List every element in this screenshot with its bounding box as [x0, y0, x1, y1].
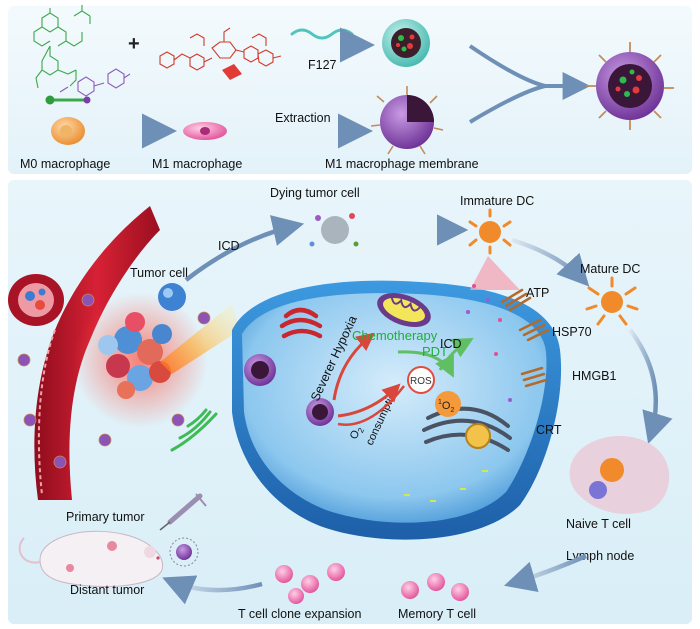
- photosensitizer-crystal-icon: [222, 64, 242, 80]
- m0-macrophage-label: M0 macrophage: [20, 157, 110, 171]
- blood-vessel-icon: [8, 206, 160, 500]
- tumor-cell-label: Tumor cell: [130, 266, 188, 280]
- top-panel-background: [8, 6, 692, 174]
- hmgb1-label: HMGB1: [572, 369, 617, 383]
- hypoxia-arrow: [332, 332, 375, 401]
- clone-to-distant-arrow: [162, 575, 263, 605]
- atp-receptor-icon: [500, 288, 532, 312]
- atp-label: ATP: [526, 286, 549, 300]
- drug-molecule-icon-2: [59, 68, 131, 97]
- molecule-handle-icon: [45, 95, 91, 105]
- atp-release-cone: [470, 256, 520, 290]
- pdt-label: PDT: [422, 344, 448, 359]
- o2-consumption-label: O2: [348, 424, 366, 442]
- dying-tumor-cell-icon: [309, 213, 359, 247]
- f127-nanoparticle: [382, 19, 430, 67]
- m1-membrane-label: M1 macrophage membrane: [325, 157, 479, 171]
- hsp70-receptor-icon: [518, 318, 550, 342]
- singlet-oxygen-badge: 1O2: [435, 391, 461, 417]
- mature-dc-label: Mature DC: [580, 262, 640, 276]
- f127-label: F127: [308, 58, 337, 72]
- photosensitizer-molecule-icon: [159, 27, 282, 71]
- m1-macrophage-label: M1 macrophage: [152, 157, 242, 171]
- plus-sign: +: [128, 33, 140, 55]
- chemotherapy-label: Chemotherapy: [352, 328, 438, 343]
- tumor-light-beam: [160, 304, 240, 374]
- svg-text:ROS: ROS: [410, 376, 432, 387]
- crt-label: CRT: [536, 423, 562, 437]
- naive-t-cell-label: Naive T cell: [566, 517, 631, 531]
- signal-waves-icon: [170, 408, 218, 452]
- o2-arrow: [337, 383, 401, 418]
- immature-dc-icon: [468, 208, 512, 255]
- ros-badge: ROS: [407, 366, 435, 394]
- syringe-icon: [159, 493, 207, 531]
- pdt-arrow: [438, 337, 474, 371]
- svg-text:O2: O2: [348, 424, 366, 442]
- mature-dc-to-lymph-arrow: [628, 328, 673, 445]
- circulating-nanoparticles: [17, 293, 211, 469]
- primary-tumor-mass: [72, 292, 208, 428]
- mouse-model-icon: [18, 530, 164, 587]
- chemotherapy-arrow: [397, 350, 454, 378]
- immature-dc-label: Immature DC: [460, 194, 534, 208]
- biomimetic-nanoparticle: [586, 42, 674, 130]
- dying-tumor-cell-label: Dying tumor cell: [270, 186, 360, 200]
- memory-t-cells-icon: [401, 573, 469, 601]
- icd-inner-label: ICD: [440, 337, 462, 351]
- m0-macrophage-icon: [51, 117, 85, 145]
- hmgb1-receptor-icon: [520, 366, 548, 388]
- extraction-label: Extraction: [275, 111, 331, 125]
- nanoparticle-in-cell: [244, 354, 334, 426]
- t-cell-clone-icon: [275, 563, 345, 604]
- immature-to-mature-dc-arrow: [511, 237, 590, 287]
- endoplasmic-reticulum-icon: [279, 307, 323, 339]
- lymph-to-memory-arrow: [503, 553, 587, 592]
- t-cell-clone-label: T cell clone expansion: [238, 607, 362, 621]
- icd-arrow: [184, 215, 305, 282]
- zoomed-nanoparticle-icon: [169, 537, 199, 567]
- tumor-cell-icon: [158, 283, 186, 311]
- m1-membrane-vesicle: [370, 86, 444, 155]
- hsp70-label: HSP70: [552, 325, 592, 339]
- merge-arrow: [468, 44, 585, 124]
- distant-tumor-label: Distant tumor: [70, 583, 144, 597]
- drug-molecule-icon: [33, 5, 91, 89]
- lymph-node-icon: [569, 436, 670, 514]
- m1-macrophage-icon: [183, 122, 227, 140]
- red-to-ros-arrow: [337, 385, 405, 426]
- icd-top-label: ICD: [218, 239, 240, 253]
- mature-dc-icon: [585, 276, 639, 326]
- mitochondrion-icon: [377, 292, 431, 328]
- svg-text:1O2: 1O2: [438, 399, 454, 414]
- primary-tumor-label: Primary tumor: [66, 510, 144, 524]
- memory-t-cell-label: Memory T cell: [398, 607, 476, 621]
- golgi-apparatus-icon: [422, 406, 512, 452]
- damp-particles: [404, 284, 512, 502]
